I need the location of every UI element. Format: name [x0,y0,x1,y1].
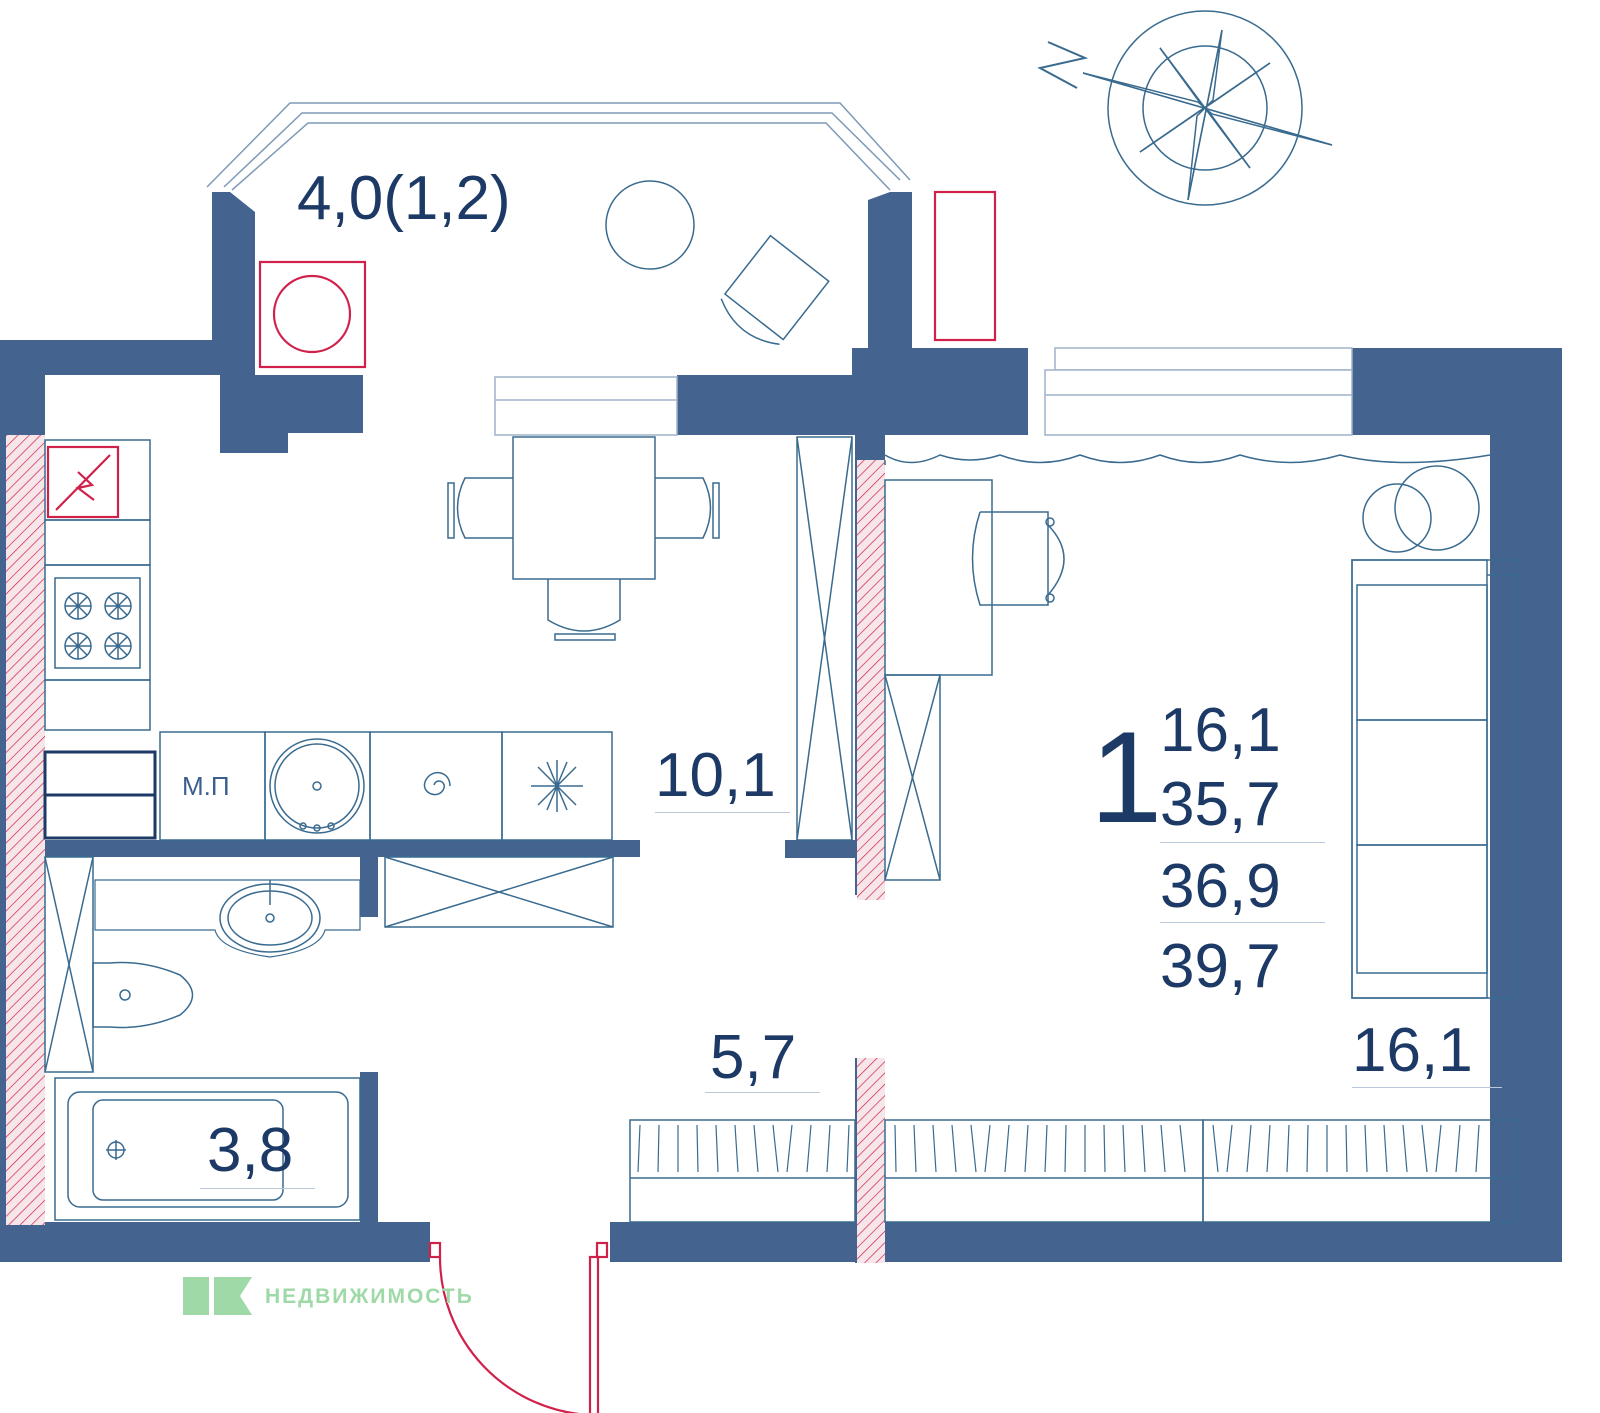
hanger-line [1103,1124,1106,1173]
red-elements [46,190,997,1413]
total-area-summary: 35,7 [1160,770,1281,839]
hanger-line [1064,1124,1067,1173]
hanger-line [1306,1124,1309,1173]
hanger-line [894,1124,897,1173]
bathroom-area: 3,8 [207,1116,294,1185]
hanger-line [1421,1124,1428,1173]
hallway-area: 5,7 [710,1023,797,1092]
area-with-balcony-coef: 36,9 [1160,852,1281,921]
living-room-area: 16,1 [1352,1016,1473,1085]
stove-icon [64,592,132,660]
hanger-line [826,1124,831,1173]
hanger-line [1345,1124,1348,1173]
hatched-walls [6,435,885,1263]
summary-underline-1 [1160,842,1325,843]
hanger-line [1495,1124,1499,1173]
hanger-line [1004,1124,1010,1173]
compass-rose-icon [1082,10,1333,206]
hanger-line [984,1124,991,1173]
hanger-line [932,1124,937,1173]
hanger-line [1402,1124,1408,1173]
hallway-area-underline [705,1092,820,1093]
kitchen-area-underline [655,812,790,813]
hanger-line [1212,1124,1219,1173]
living-area-underline [1352,1087,1502,1088]
wardrobe-hangers [637,1124,1499,1173]
living-area-summary: 16,1 [1160,696,1281,765]
summary-underline-2 [1160,922,1325,923]
rooms-count: 1 [1090,704,1163,850]
windows [494,347,1353,436]
furniture [43,180,1518,1223]
balcony-area: 4,0(1,2) [297,164,511,233]
hanger-line [1475,1124,1480,1173]
hanger-line [1266,1124,1271,1173]
hanger-line [1455,1124,1461,1173]
hanger-line [1141,1124,1146,1173]
hanger-line [1435,1124,1442,1173]
flag-logo-icon [183,1277,252,1315]
balcony [206,102,911,191]
hanger-line [734,1124,739,1173]
bathroom-area-underline [200,1188,315,1189]
hanger-line [657,1124,660,1173]
hanger-line [696,1124,699,1173]
hanger-line [951,1124,957,1173]
hanger-line [913,1124,917,1173]
hanger-line [1024,1124,1029,1173]
hanger-line [715,1124,719,1173]
north-arrow-icon [1037,41,1089,89]
hood-icon [531,760,583,812]
hanger-line [1044,1124,1048,1173]
hanger-line [1122,1124,1126,1173]
hanger-line [753,1124,759,1173]
hanger-line [970,1124,977,1173]
brand-name: НЕДВИЖИМОСТЬ [265,1285,474,1308]
hanger-line [1179,1124,1186,1173]
balcony-walls [212,192,912,348]
hanger-line [806,1124,812,1173]
hanger-line [772,1124,779,1173]
hanger-line [1160,1124,1166,1173]
hanger-line [1364,1124,1368,1173]
kitchen-area: 10,1 [655,741,776,810]
hanger-line [1246,1124,1252,1173]
hanger-line [846,1124,850,1173]
hanger-line [786,1124,793,1173]
hanger-line [1383,1124,1388,1173]
area-with-balcony-full: 39,7 [1160,932,1281,1001]
washing-machine-label: М.П [182,771,230,801]
hanger-line [637,1124,641,1173]
hanger-line [1286,1124,1290,1173]
hanger-line [1226,1124,1233,1173]
